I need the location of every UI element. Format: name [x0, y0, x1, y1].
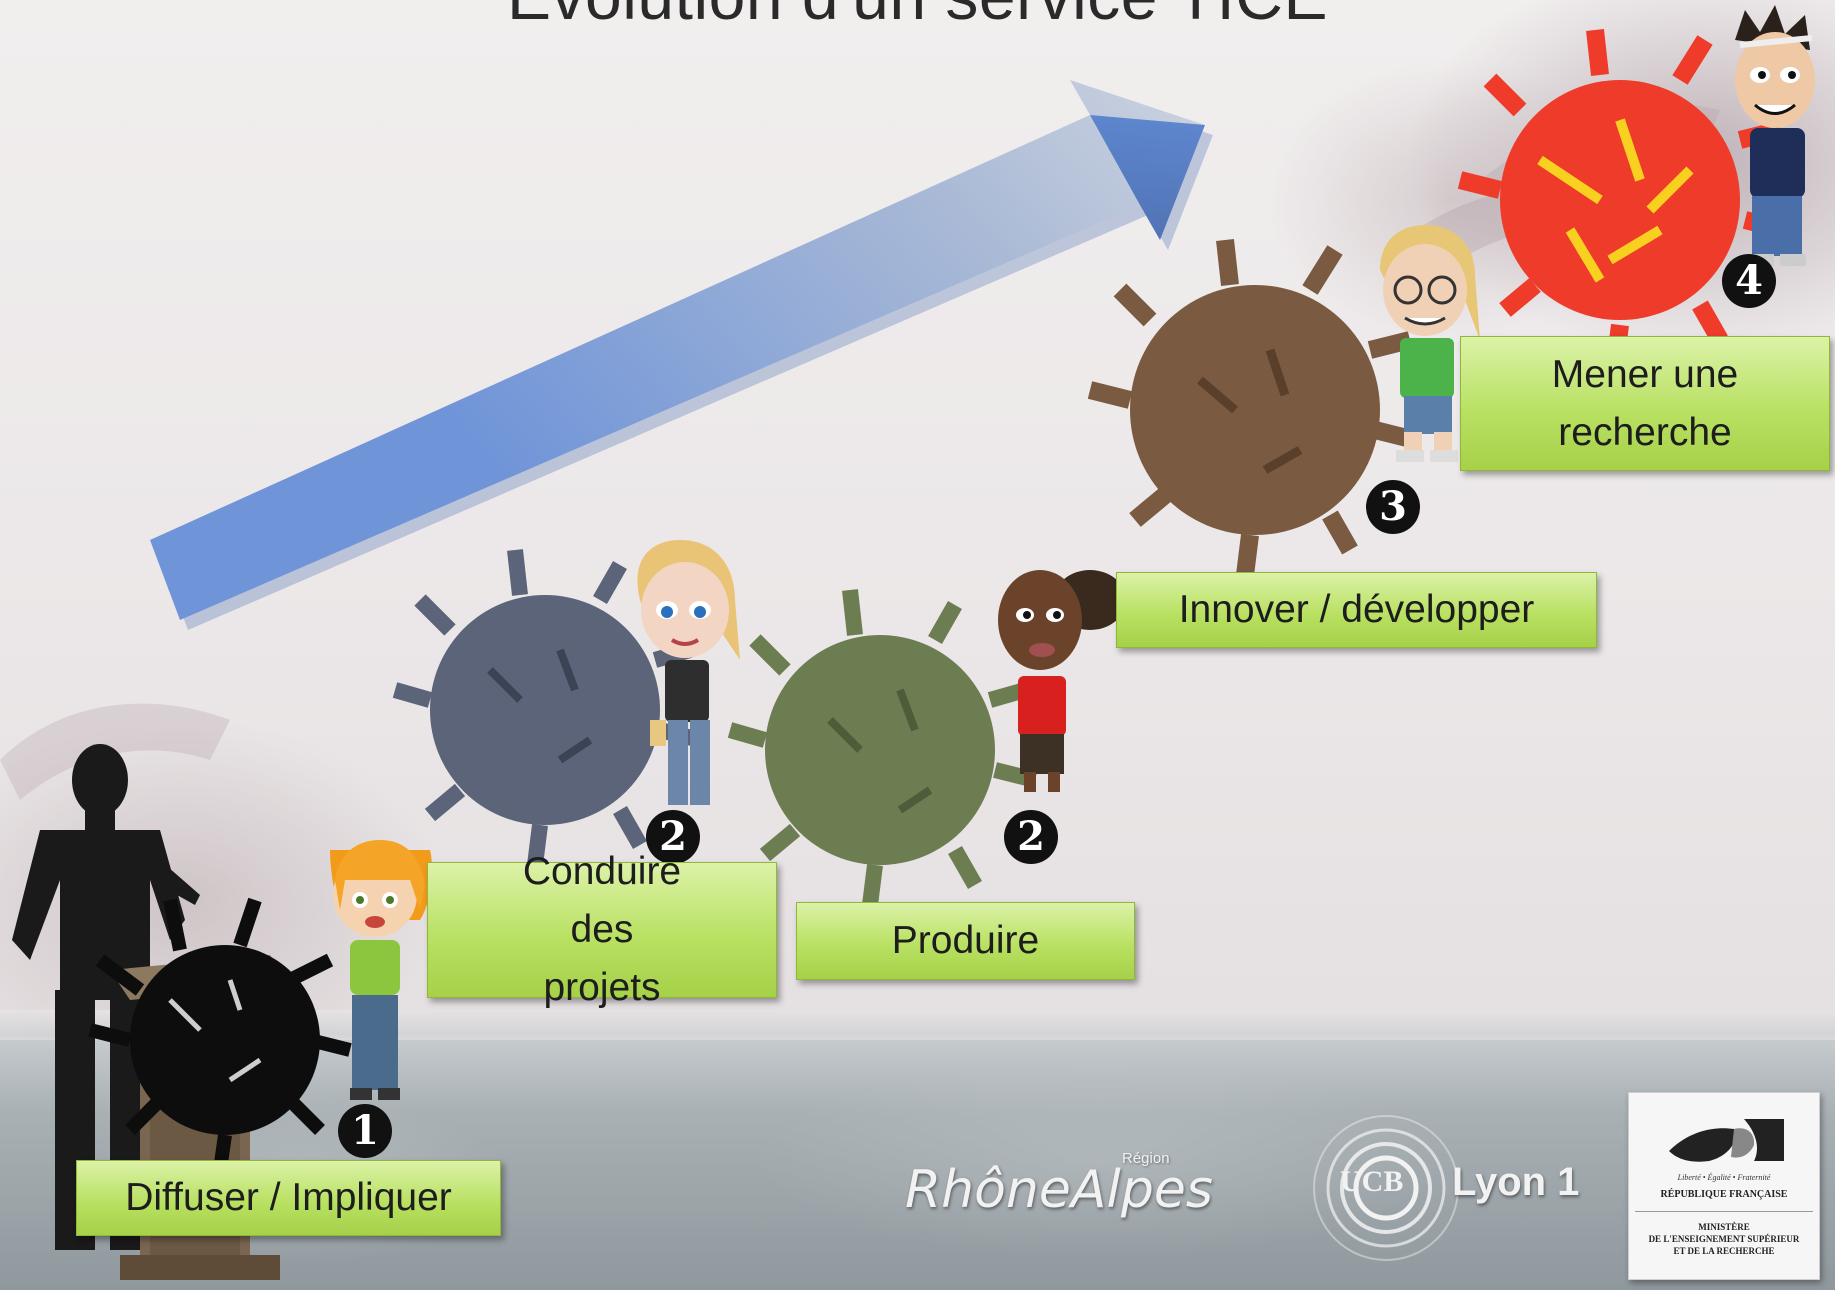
ministry-name: MINISTÈRE DE L'ENSEIGNEMENT SUPÉRIEUR ET… [1633, 1221, 1815, 1257]
pompom-step-3 [1087, 239, 1418, 577]
ministry-republic: RÉPUBLIQUE FRANÇAISE [1660, 1189, 1788, 1200]
step-label-conduire: Conduire des projets [427, 850, 777, 1009]
ministry-name-line: DE L'ENSEIGNEMENT SUPÉRIEUR [1648, 1234, 1800, 1244]
step-label-innover: Innover / développer [1116, 572, 1597, 648]
progress-arrow [150, 80, 1213, 630]
ucb-logo: UCB [1340, 1165, 1404, 1198]
lyon1-logo-text: Lyon 1 [1452, 1160, 1580, 1204]
step-number-badge: 1 [338, 1104, 392, 1158]
step-label-diffuser: Diffuser / Impliquer [76, 1160, 501, 1236]
pompom-step-2a [392, 549, 702, 866]
character-man-dark [998, 570, 1126, 792]
ministry-name-line: ET DE LA RECHERCHE [1673, 1246, 1775, 1256]
rhone-alpes-region-label: Région [1122, 1150, 1170, 1167]
pompom-step-1 [88, 897, 352, 1171]
step-number-badge: 3 [1366, 480, 1420, 534]
ministry-logo: Liberté • Égalité • Fraternité RÉPUBLIQU… [1628, 1092, 1820, 1280]
character-girl-orange [330, 840, 432, 1100]
step-number-badge: 4 [1722, 254, 1776, 308]
slide-title: Evolution d'un service TICE [0, 0, 1835, 34]
ucb-lyon1-logo-rings [1313, 1115, 1459, 1261]
rhone-alpes-logo: RhôneAlpes [905, 1160, 1213, 1220]
character-man-spiky [1735, 5, 1815, 266]
character-woman-blonde [637, 540, 740, 805]
step-label-recherche: Mener une recherche [1460, 336, 1830, 471]
pompom-step-2b [727, 589, 1037, 906]
step-number-badge: 2 [646, 810, 700, 864]
step-label-produire: Produire [796, 902, 1135, 980]
step-number-badge: 2 [1004, 810, 1058, 864]
marianne-flag-icon [1659, 1111, 1789, 1169]
ministry-divider [1635, 1211, 1813, 1212]
character-man-glasses [1380, 225, 1480, 462]
ministry-name-line: MINISTÈRE [1698, 1222, 1750, 1232]
ministry-motto: Liberté • Égalité • Fraternité [1677, 1173, 1771, 1182]
